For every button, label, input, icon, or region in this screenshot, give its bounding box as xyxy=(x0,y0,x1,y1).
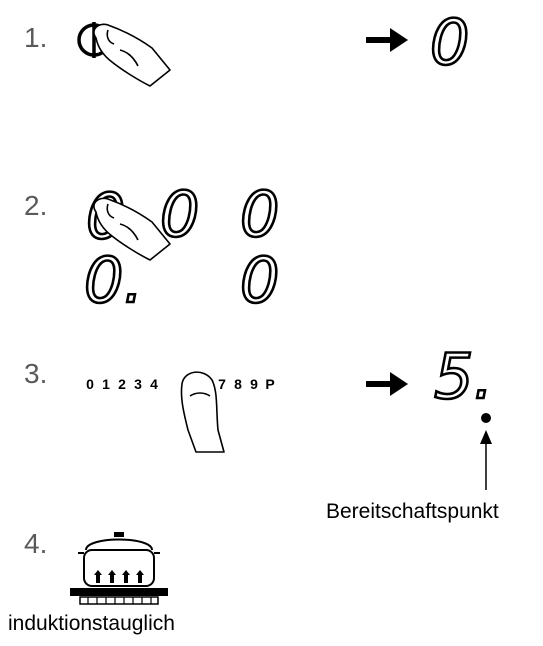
scale-p: P xyxy=(265,376,275,392)
finger-slider-icon xyxy=(180,371,225,453)
arrow-right-icon-step3 xyxy=(366,372,408,396)
step-number-3: 3. xyxy=(24,358,48,389)
standby-dot-label: Bereitschaftspunkt xyxy=(326,500,499,523)
finger-icon-step2: 0 xyxy=(85,179,171,261)
standby-pointer-arrow xyxy=(480,430,492,490)
scale-7: 7 xyxy=(218,376,226,392)
scale-8: 8 xyxy=(234,376,242,392)
display-result-step3: 5. xyxy=(433,340,495,413)
scale-3: 3 xyxy=(134,376,142,392)
display-zone-bottom-right: 0 xyxy=(239,244,281,317)
display-result-step1: 0 xyxy=(429,6,471,79)
induction-label: induktionstauglich xyxy=(8,612,175,635)
standby-dot xyxy=(481,413,491,423)
arrow-right-icon xyxy=(366,28,408,52)
pot-icon xyxy=(78,532,160,587)
heat-arrows-icon xyxy=(94,570,144,583)
scale-4: 4 xyxy=(150,376,158,392)
scale-9: 9 xyxy=(250,376,258,392)
display-zone-bottom-left: 0. xyxy=(83,244,145,317)
step-number-2: 2. xyxy=(24,190,48,221)
display-zone-top-right-2: 0 xyxy=(239,178,281,251)
step-number-1: 1. xyxy=(24,22,48,53)
step-number-4: 4. xyxy=(24,528,48,559)
scale-0: 0 xyxy=(86,376,94,392)
cooktop-icon xyxy=(70,588,168,605)
scale-2: 2 xyxy=(118,376,126,392)
scale-1: 1 xyxy=(102,376,110,392)
display-zone-top-right-1: 0 xyxy=(159,178,201,251)
finger-icon xyxy=(93,23,171,87)
